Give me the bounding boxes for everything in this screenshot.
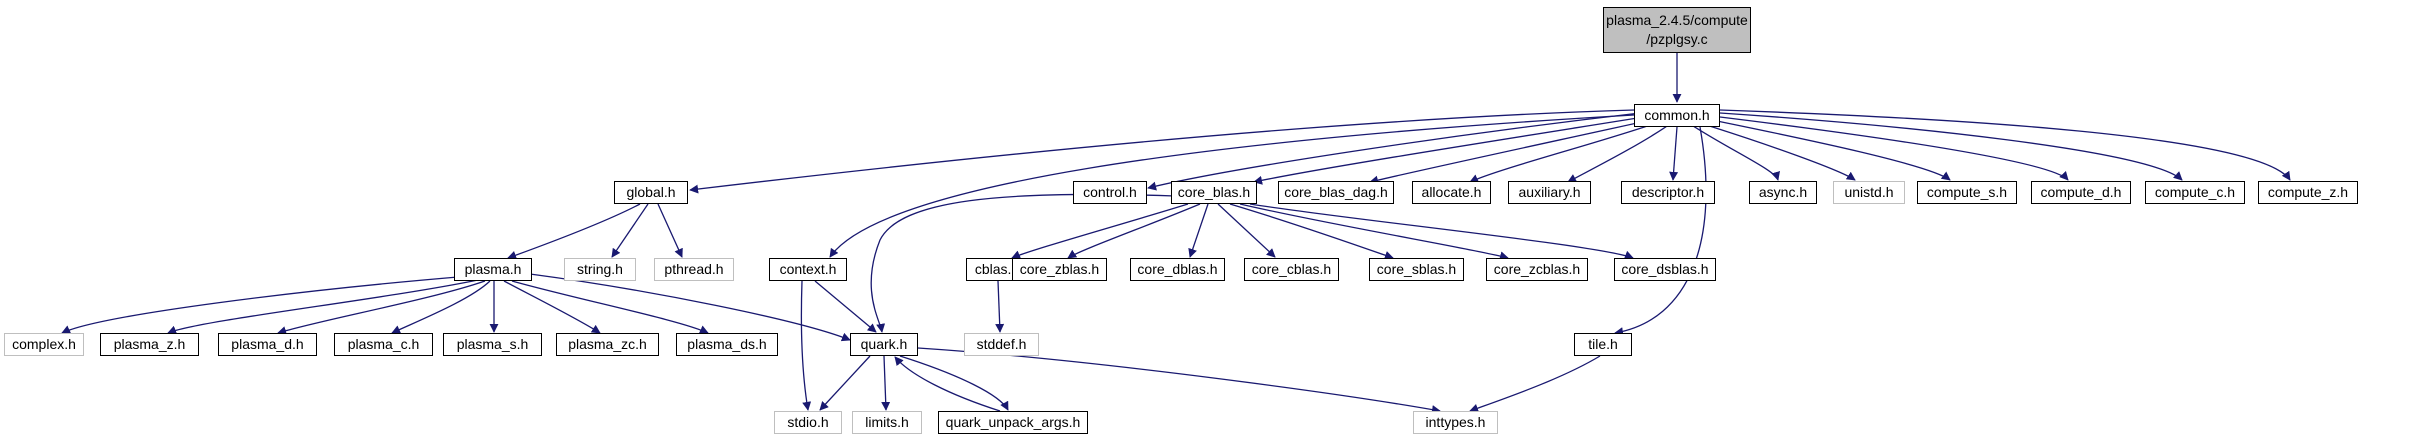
node-quark-unpack-args-h[interactable]: quark_unpack_args.h (938, 411, 1088, 434)
node-core-zblas-h[interactable]: core_zblas.h (1012, 258, 1107, 281)
edge-coreblas-zblas (1067, 203, 1201, 259)
edge-coreblas-cblas2 (1217, 203, 1276, 258)
node-unistd-h[interactable]: unistd.h (1833, 181, 1905, 204)
node-limits-h[interactable]: limits.h (852, 411, 922, 434)
edge-quark-stdio (819, 355, 871, 411)
node-plasma-s-h[interactable]: plasma_s.h (443, 333, 542, 356)
edge-coreblas-cblas (1011, 203, 1189, 259)
node-compute-d-h[interactable]: compute_d.h (2031, 181, 2131, 204)
node-async-h[interactable]: async.h (1749, 181, 1817, 204)
edge-coreblas-quark (870, 193, 1176, 333)
edge-quark-limits (881, 355, 891, 411)
node-common-h[interactable]: common.h (1634, 104, 1720, 127)
edge-context-stdio (800, 280, 812, 411)
edge-common-compute-c (1719, 112, 2183, 181)
edge-unpack-quark (894, 356, 1001, 412)
edge-quark-unpack (899, 355, 1009, 411)
node-allocate-h[interactable]: allocate.h (1412, 181, 1491, 204)
edge-tile-inttypes (1469, 355, 1601, 413)
node-plasma-c-h[interactable]: plasma_c.h (334, 333, 433, 356)
node-complex-h[interactable]: complex.h (4, 333, 84, 356)
edge-common-context (829, 114, 1635, 258)
node-pthread-h[interactable]: pthread.h (654, 258, 734, 281)
edge-plasma-plasmad (277, 280, 486, 335)
node-core-dblas-h[interactable]: core_dblas.h (1130, 258, 1225, 281)
edge-common-compute-z (1719, 109, 2291, 181)
node-control-h[interactable]: control.h (1073, 181, 1147, 204)
node-plasma-zc-h[interactable]: plasma_zc.h (556, 333, 659, 356)
edge-plasma-plasmazc (503, 280, 601, 334)
node-global-h[interactable]: global.h (614, 181, 688, 204)
node-quark-h[interactable]: quark.h (850, 333, 918, 356)
edge-common-auxiliary (1567, 123, 1671, 183)
edge-common-coreblas (1253, 115, 1651, 185)
node-stdio-h[interactable]: stdio.h (774, 411, 842, 434)
edge-common-allocate (1469, 119, 1666, 183)
edge-common-descriptor (1669, 126, 1679, 181)
edge-common-global (689, 109, 1635, 194)
node-plasma-h[interactable]: plasma.h (454, 258, 532, 281)
node-core-blas-h[interactable]: core_blas.h (1171, 181, 1257, 204)
edge-context-quark (814, 280, 877, 333)
edge-coreblas-zcblas (1239, 203, 1509, 261)
edge-common-control (1147, 112, 1641, 191)
edge-common-compute-d (1719, 116, 2069, 181)
edge-cblas-stddef (995, 280, 1005, 333)
edge-common-coreblasdag (1369, 117, 1661, 185)
edge-common-async (1689, 123, 1780, 181)
root-file-path-line2: /pzplgsy.c (1646, 31, 1708, 47)
node-string-h[interactable]: string.h (564, 258, 636, 281)
node-core-dsblas-h[interactable]: core_dsblas.h (1614, 258, 1716, 281)
node-stddef-h[interactable]: stddef.h (964, 333, 1039, 356)
node-core-sblas-h[interactable]: core_sblas.h (1369, 258, 1464, 281)
node-core-cblas-h[interactable]: core_cblas.h (1244, 258, 1339, 281)
edge-plasma-complex (61, 275, 471, 334)
edge-plasma-quark (529, 273, 851, 342)
node-compute-c-h[interactable]: compute_c.h (2145, 181, 2245, 204)
node-tile-h[interactable]: tile.h (1574, 333, 1632, 356)
edge-common-unistd (1699, 122, 1856, 181)
node-inttypes-h[interactable]: inttypes.h (1413, 411, 1498, 434)
node-compute-s-h[interactable]: compute_s.h (1917, 181, 2017, 204)
node-plasma-ds-h[interactable]: plasma_ds.h (676, 333, 778, 356)
edge-coreblas-dsblas (1249, 203, 1634, 260)
root-file-path-line1: plasma_2.4.5/compute (1606, 12, 1748, 28)
edge-global-pthread (657, 203, 683, 258)
edge-global-plasma (507, 203, 641, 260)
edge-coreblas-sblas (1229, 203, 1394, 260)
node-plasma-d-h[interactable]: plasma_d.h (218, 333, 317, 356)
node-core-blas-dag-h[interactable]: core_blas_dag.h (1278, 181, 1394, 204)
edge-coreblas-dblas (1188, 203, 1209, 258)
node-core-zcblas-h[interactable]: core_zcblas.h (1486, 258, 1588, 281)
edge-common-compute-s (1711, 119, 1951, 181)
node-auxiliary-h[interactable]: auxiliary.h (1508, 181, 1591, 204)
edge-plasma-plasmads (511, 280, 709, 334)
node-descriptor-h[interactable]: descriptor.h (1621, 181, 1715, 204)
edge-plasma-plasmac (391, 280, 491, 334)
node-compute-z-h[interactable]: compute_z.h (2258, 181, 2358, 204)
edge-plasma-plasmaz (167, 279, 479, 335)
node-context-h[interactable]: context.h (769, 258, 847, 281)
edge-global-string (611, 203, 649, 258)
root-file-node[interactable]: plasma_2.4.5/compute /pzplgsy.c (1603, 7, 1751, 53)
node-plasma-z-h[interactable]: plasma_z.h (100, 333, 199, 356)
